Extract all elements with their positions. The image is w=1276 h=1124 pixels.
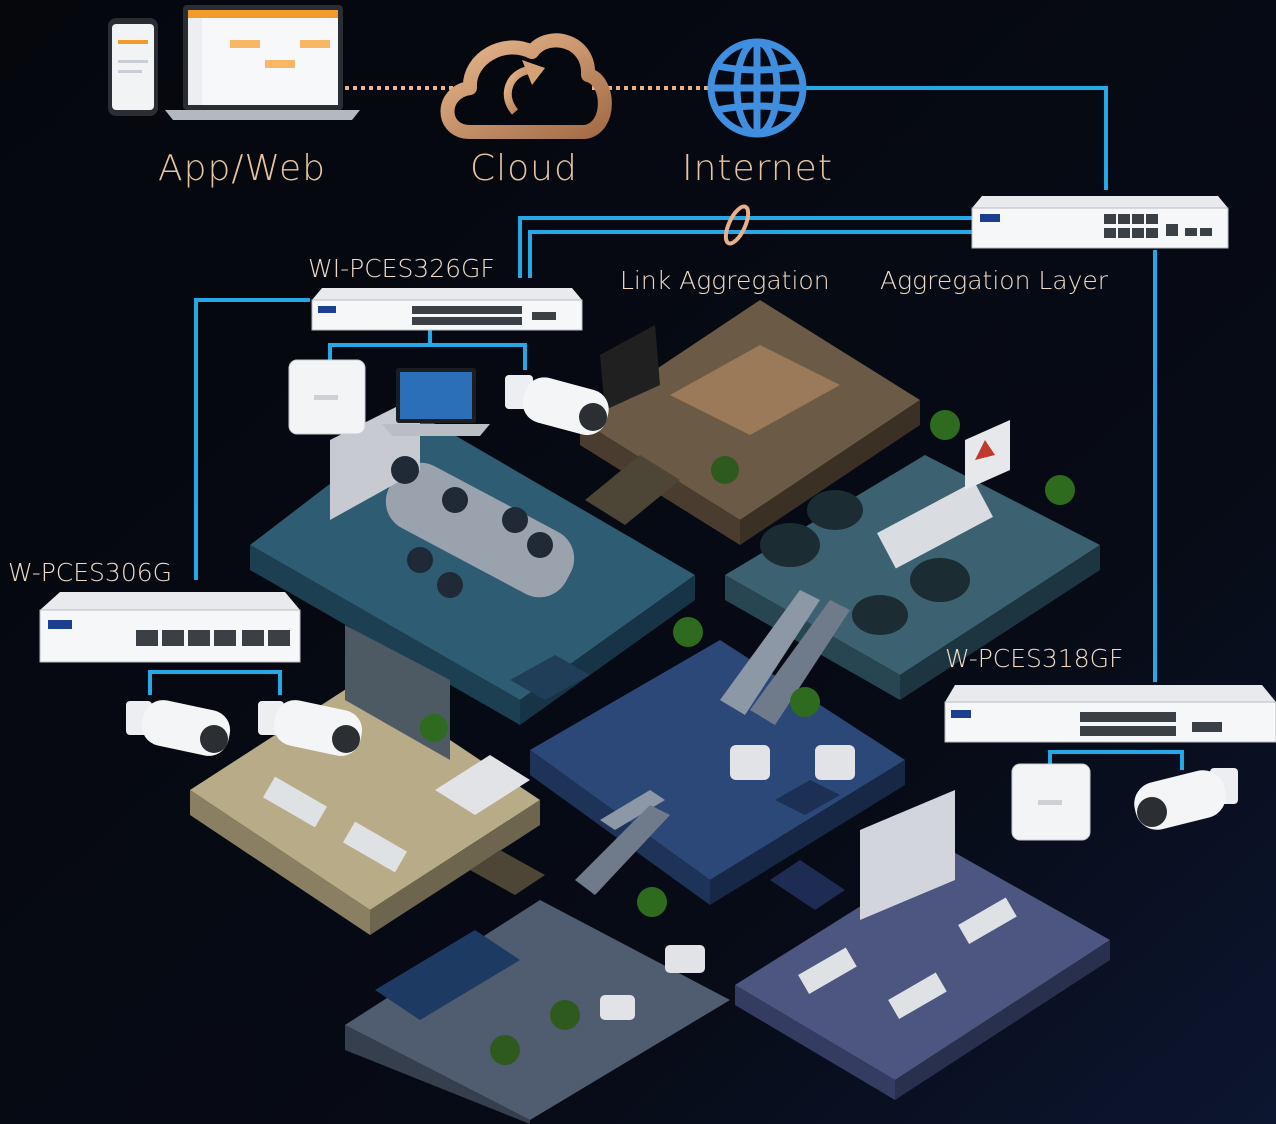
bullet-camera-icon [1134, 768, 1238, 830]
pces306g-switch [39, 592, 301, 663]
laptop-web-console-icon [165, 5, 360, 120]
floor-executive-office [580, 300, 920, 545]
floor-meeting-room [250, 395, 695, 725]
link-aggregation-icon [723, 204, 751, 246]
aggregation-trunk-2 [528, 230, 972, 278]
pces326gf-to-ap-link [328, 330, 432, 360]
aggregation-trunk-1 [518, 216, 972, 278]
bullet-camera-icon [126, 700, 231, 756]
potted-plants [420, 410, 1075, 917]
network-links [148, 86, 1184, 770]
pces318gf-label: W-PCES318GF [945, 644, 1124, 673]
bullet-camera-icon [505, 375, 609, 436]
pces306g-label: W-PCES306G [8, 558, 173, 587]
pces326gf-to-camera-link [430, 343, 527, 370]
internet-label: Internet [682, 148, 833, 189]
floor-reception [345, 790, 730, 1124]
stairs [470, 455, 845, 910]
internet-to-aggregation-link [800, 86, 1108, 190]
pces306g-to-cameras-link [148, 670, 282, 695]
wireless-access-point-icon [1011, 763, 1091, 841]
pces318gf-to-devices-link [1048, 750, 1184, 770]
pces326gf-label: WI-PCES326GF [308, 254, 495, 283]
floor-office-right [735, 790, 1110, 1100]
cloud-icon [440, 33, 612, 139]
internet-globe-icon [707, 38, 807, 138]
smartphone-icon [108, 18, 158, 116]
aggregation-layer-label: Aggregation Layer [880, 266, 1109, 295]
pces326gf-to-pces306g-link [194, 298, 310, 580]
aggregation-switch [971, 196, 1229, 249]
pces326gf-switch [311, 288, 583, 331]
bullet-camera-icon [258, 700, 363, 756]
laptop-client-icon [382, 368, 490, 436]
app-web-label: App/Web [158, 148, 326, 189]
pces318gf-switch [944, 685, 1276, 743]
link-aggregation-label: Link Aggregation [620, 266, 830, 295]
cloud-label: Cloud [470, 148, 578, 189]
wireless-access-point-icon [288, 359, 366, 435]
